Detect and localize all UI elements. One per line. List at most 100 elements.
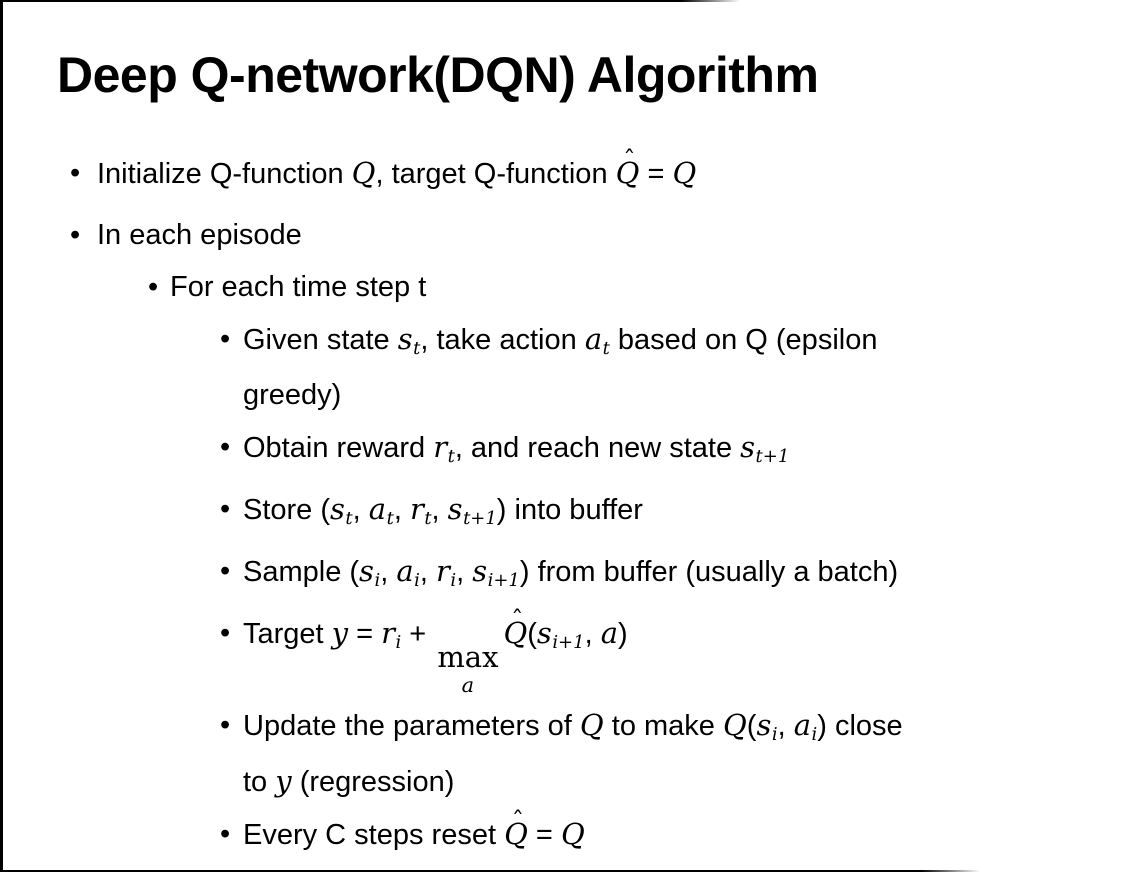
math-symbol: s [359, 554, 374, 589]
bullet-marker [220, 811, 243, 857]
bullet-list: Initialize Q-function Q, target Q-functi… [0, 150, 1106, 864]
math-subscript: t [602, 338, 610, 360]
text-run: based on Q (epsilon [609, 324, 878, 356]
text-run: , and reach new state [454, 432, 741, 465]
bullet-text: Update the parameters of Q to make Q(si,… [243, 702, 1106, 805]
math-subscript: t [413, 338, 421, 360]
text-run: ( [527, 618, 537, 651]
bullet-text: Initialize Q-function Q, target Q-functi… [97, 150, 1106, 197]
bullet-item: Update the parameters of Q to make Q(si,… [0, 702, 1106, 805]
math-symbol: s [740, 430, 756, 465]
bullet-item: In each episode [0, 212, 1106, 258]
text-run: , [352, 494, 369, 527]
math-symbol: Q [722, 707, 747, 742]
text-run: , take action [420, 324, 585, 356]
bullet-text: Store (st, at, rt, st+1) into buffer [243, 486, 1106, 542]
bullet-item: For each time step t [0, 264, 1106, 310]
bullet-item: Obtain reward rt, and reach new state st… [0, 424, 1106, 480]
bullet-item: Sample (si, ai, ri, si+1) from buffer (u… [0, 548, 1106, 604]
text-run: Every C steps reset [243, 818, 505, 851]
slide-title: Deep Q-network(DQN) Algorithm [57, 47, 819, 103]
text-run: , [456, 556, 473, 589]
text-run: ) close [817, 709, 903, 742]
text-run: , [419, 556, 436, 589]
math-subscript: i [450, 570, 457, 592]
bullet-marker [220, 610, 243, 656]
bullet-marker [220, 316, 243, 362]
math-symbol: Q [672, 156, 697, 190]
math-symbol: s [536, 616, 552, 651]
text-run: ) from buffer (usually a batch) [519, 556, 899, 589]
bullet-text: For each time step t [170, 264, 1106, 310]
bullet-item: Store (st, at, rt, st+1) into buffer [0, 486, 1106, 542]
math-symbol: Q [503, 610, 527, 656]
math-subscript: i [374, 570, 381, 592]
math-symbol: Q [504, 811, 528, 857]
bullet-marker [70, 150, 97, 196]
text-run: Store ( [243, 494, 331, 527]
bullet-marker [220, 548, 243, 594]
math-subscript: i [771, 723, 778, 745]
text-run: Given state [243, 324, 398, 356]
bullet-marker [148, 264, 170, 310]
text-run: to [243, 765, 276, 798]
math-subscript: t [447, 446, 455, 468]
math-symbol: a [368, 492, 387, 527]
text-run: , [584, 618, 601, 651]
text-run: ) [617, 618, 628, 651]
text-run: , target Q-function [375, 158, 616, 190]
slide-frame-left-edge [0, 0, 3, 872]
math-symbol: Q [579, 707, 604, 742]
math-symbol: s [447, 492, 463, 527]
math-symbol: s [756, 707, 772, 742]
text-run: , [431, 494, 448, 527]
math-subscript: i+1 [487, 570, 520, 592]
text-run: = [639, 158, 673, 190]
math-subscript: t [424, 508, 432, 530]
bullet-marker [220, 486, 243, 532]
math-symbol: s [472, 554, 488, 589]
math-symbol: y [275, 763, 292, 798]
math-symbol: s [397, 322, 413, 356]
text-run: ( [746, 709, 757, 742]
slide-frame-top-edge [0, 0, 740, 2]
text-run: Target [243, 618, 332, 651]
text-run: , [777, 709, 794, 742]
math-subscript: t+1 [755, 446, 790, 468]
bullet-item: Initialize Q-function Q, target Q-functi… [0, 150, 1106, 197]
math-subscript: t [386, 508, 394, 530]
math-symbol: r [433, 430, 448, 465]
text-run: Sample ( [243, 556, 360, 589]
math-subscript: t+1 [463, 508, 497, 530]
math-symbol: r [409, 492, 424, 527]
bullet-text: Every C steps reset Q = Q [243, 811, 1106, 858]
text-run: (regression) [291, 765, 455, 798]
slide-frame-bottom-edge [0, 870, 980, 872]
bullet-text: Given state st, take action at based on … [243, 316, 1106, 418]
text-run: = [348, 618, 382, 651]
text-run: Initialize Q-function [97, 158, 352, 190]
math-symbol: s [330, 492, 345, 527]
bullet-text: Sample (si, ai, ri, si+1) from buffer (u… [243, 548, 1106, 604]
math-symbol: Q [560, 816, 585, 851]
math-symbol: Q [616, 150, 640, 196]
text-run: to make [603, 709, 723, 742]
math-symbol: r [435, 554, 450, 589]
text-run: ) into buffer [496, 494, 643, 527]
text-run: + [401, 618, 435, 651]
bullet-marker [220, 702, 243, 748]
math-symbol: y [331, 616, 349, 651]
text-run: , [393, 494, 410, 527]
math-symbol: a [600, 616, 618, 651]
math-symbol: a [793, 707, 811, 742]
bullet-text: In each episode [97, 212, 1106, 258]
text-run: , [380, 556, 397, 589]
math-symbol: Q [351, 156, 376, 190]
bullet-marker [70, 212, 97, 258]
math-subscript: i+1 [552, 632, 585, 654]
bullet-text: Obtain reward rt, and reach new state st… [243, 424, 1106, 480]
